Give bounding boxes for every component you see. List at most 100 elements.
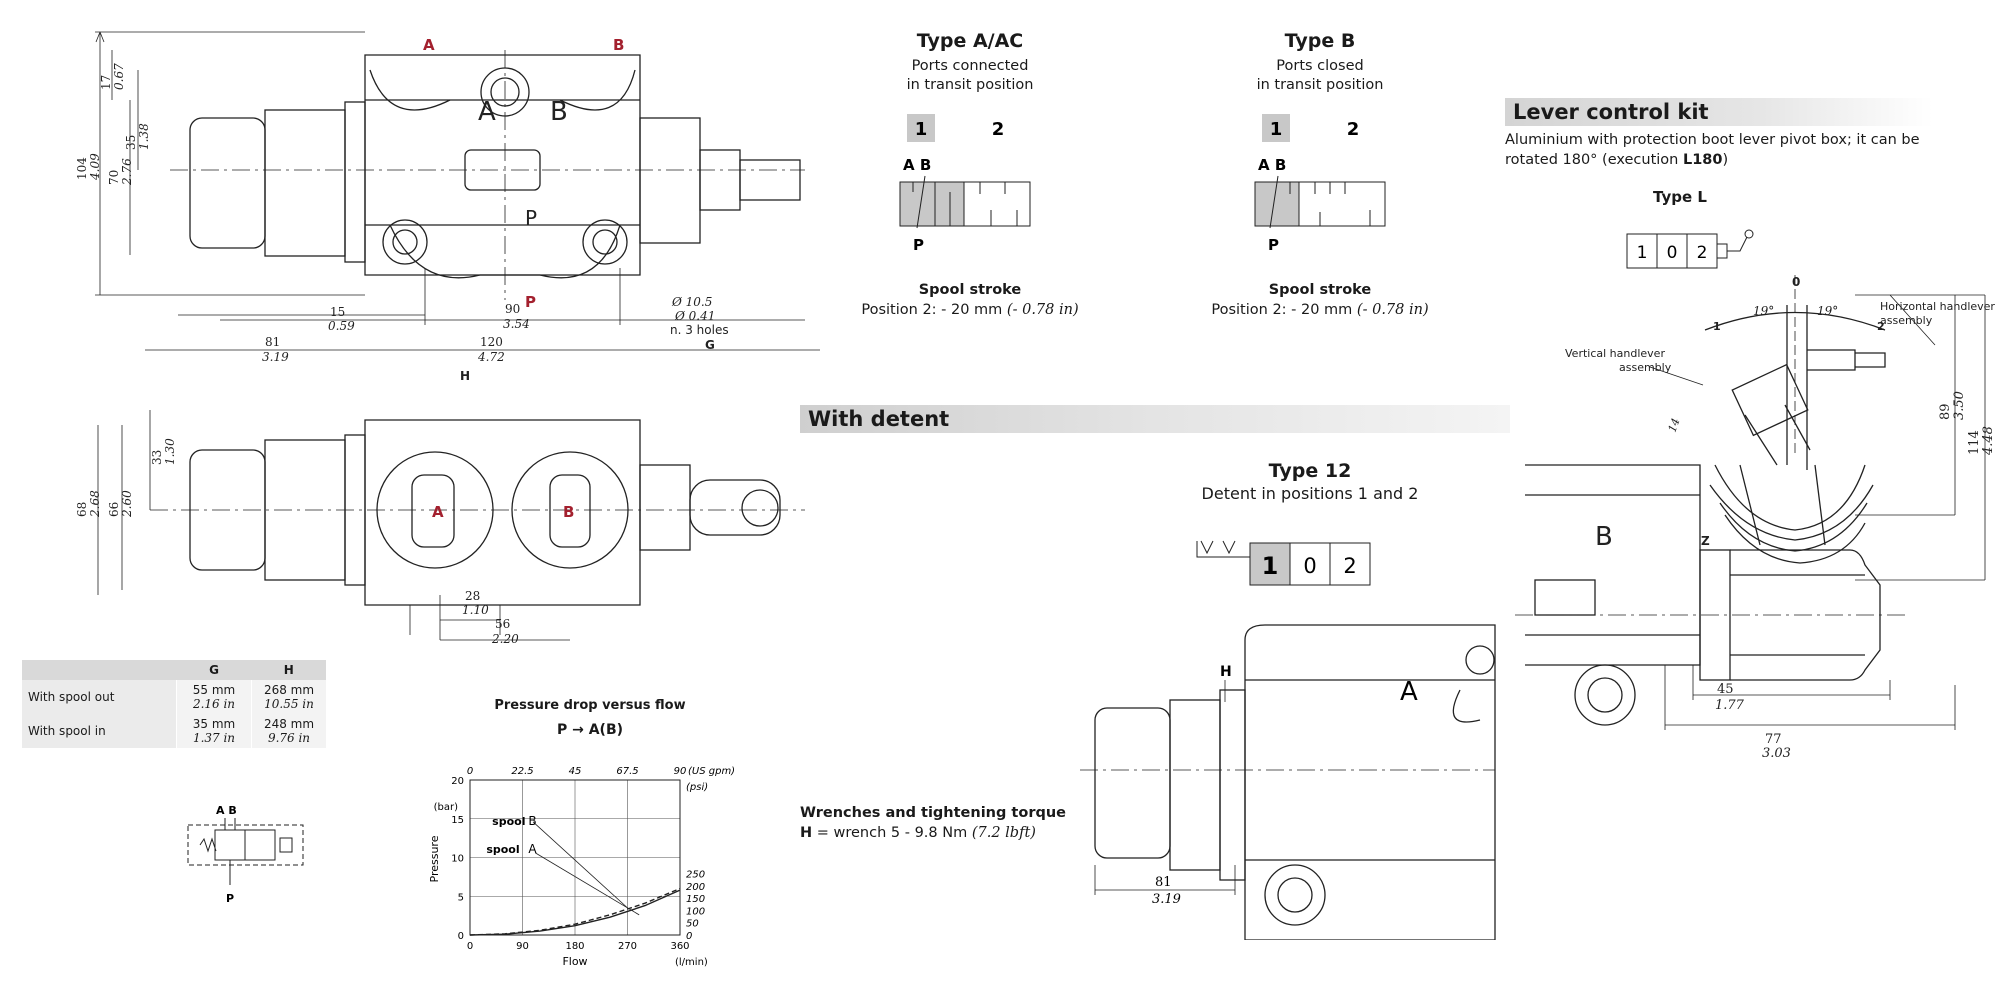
y-tick-label: 20 [451,776,464,787]
side-port-b: B [563,503,574,521]
port-p-label: P [525,293,536,311]
dim-68-in: 2.68 [88,490,102,518]
type-l-symbol: 1 0 2 [1626,229,1754,269]
type-b-title: Type B [1284,30,1356,52]
svg-text:assembly: assembly [1880,314,1933,327]
svg-text:A B: A B [903,156,931,174]
dim-15: 15 [330,305,345,319]
dim-120-in: 4.72 [477,350,505,364]
svg-text:2: 2 [1347,119,1360,140]
x-tick-label: 90 [516,941,529,952]
dim-81: 81 [265,335,280,349]
svg-text:2: 2 [1343,554,1356,578]
type-b-stroke: Position 2: - 20 mm (- 0.78 in) [1211,302,1429,318]
type-a-desc2: in transit position [906,77,1034,93]
x-axis-label: Flow [562,955,587,968]
lever-kit-banner: Lever control kit [1505,98,1933,126]
valve-top-view-drawing: A B P A B P 17 0.67 35 1.38 104 4.09 70 … [75,31,820,380]
svg-text:14: 14 [1666,416,1683,434]
dim-35-in: 1.38 [137,123,151,150]
dim-35: 35 [124,135,138,150]
dim-90: 90 [505,302,520,316]
spool-b-leader [532,821,628,909]
x2-tick-label: 22.5 [511,766,533,777]
wrench-title: Wrenches and tightening torque [800,805,1067,821]
x-tick-label: 270 [618,941,637,952]
type-b-symbol: 1 2 A B P [1254,114,1386,254]
svg-text:3.03: 3.03 [1762,746,1791,760]
dim-17-in: 0.67 [112,63,126,90]
annotation-spool-a: spool [486,843,519,856]
svg-text:114: 114 [1967,430,1982,455]
svg-text:89: 89 [1938,403,1953,420]
y2-tick-label: 100 [686,906,705,917]
y2-tick-label: 50 [686,919,699,930]
dim-17: 17 [99,75,113,90]
dim-33: 33 [150,450,164,465]
type-b-desc1: Ports closed [1276,58,1364,74]
series-line-spool-a [469,887,681,936]
svg-text:Horizontal handlever: Horizontal handlever [1880,300,1995,313]
svg-text:P: P [1268,236,1279,254]
x2-tick-label: 67.5 [616,766,638,777]
type-a-desc1: Ports connected [911,58,1029,74]
svg-text:0: 0 [1303,554,1316,578]
type-b-stroke-title: Spool stroke [1268,282,1372,298]
svg-text:2: 2 [1697,243,1708,263]
annotation-spool-b-letter: B [528,814,536,828]
type-12-detent-symbol: 1 0 2 [1196,540,1371,586]
y2-unit: (psi) [686,782,708,793]
x2-tick-label: 45 [569,766,582,777]
y2-tick-label: 200 [686,882,705,893]
chart-title: Pressure drop versus flow [494,698,686,713]
dim-15-in: 0.59 [328,319,355,333]
y2-tick-label: 150 [686,894,705,905]
body-a-mark: A [478,97,496,127]
valve-side-view-drawing: A B 68 2.68 66 2.60 33 1.30 28 1.10 56 2… [75,410,805,646]
svg-text:81: 81 [1155,875,1172,890]
detent-valve-drawing: H A 81 3.19 [1080,624,1496,940]
svg-text:19°: 19° [1817,304,1838,318]
svg-text:3.50: 3.50 [1952,391,1967,420]
x2-tick-label: 90 [674,766,687,777]
y-tick-label: 5 [458,892,464,903]
x-tick-label: 180 [565,941,584,952]
y-tick-label: 0 [458,931,464,942]
dim-28-in: 1.10 [462,603,489,617]
svg-text:Z: Z [1701,534,1710,548]
svg-text:4.48: 4.48 [1981,426,1996,456]
svg-text:assembly: assembly [1619,361,1672,374]
svg-text:3.19: 3.19 [1152,892,1181,907]
dim-68: 68 [75,502,89,517]
hole-diameter-in: Ø 0.41 [674,309,715,323]
dim-90-in: 3.54 [503,317,530,331]
wrench-text: H = wrench 5 - 9.8 Nm (7.2 lbft) [800,825,1036,841]
svg-text:1: 1 [1713,320,1721,333]
y-tick-label: 10 [451,854,464,865]
col-h-header: H [251,660,326,680]
dim-70-in: 2.76 [120,158,134,186]
x2-tick-label: 0 [467,766,473,777]
body-p-mark: P [525,206,537,230]
with-detent-banner: With detent [800,405,1510,433]
svg-text:1: 1 [1262,552,1279,580]
type-b-desc2: in transit position [1256,77,1384,93]
hole-diameter: Ø 10.5 [671,295,712,309]
svg-text:77: 77 [1765,732,1782,747]
side-port-a: A [432,503,444,521]
svg-text:A: A [1400,677,1418,707]
lever-kit-drawing: 0 1 2 19° 19° Vertical handlever assembl… [1515,275,1996,760]
svg-text:2: 2 [1877,320,1885,333]
y-unit: (bar) [434,802,458,813]
dim-g: G [705,338,715,352]
svg-text:19°: 19° [1753,304,1774,318]
dim-33-in: 1.30 [163,438,177,465]
lever-kit-desc2: rotated 180° (execution L180) [1505,152,1729,168]
type-a-stroke: Position 2: - 20 mm (- 0.78 in) [861,302,1079,318]
type-12-title: Type 12 [1268,460,1352,482]
dim-h: H [460,369,470,380]
holes-count: n. 3 holes [670,323,729,337]
